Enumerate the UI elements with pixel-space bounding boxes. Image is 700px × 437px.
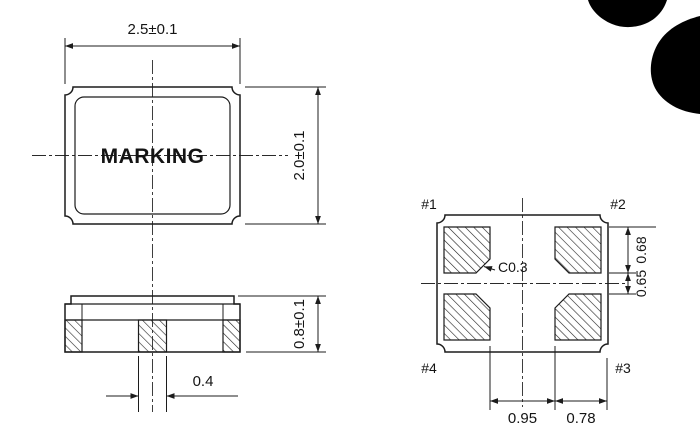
top-view-package-outline (64, 86, 241, 225)
marking-label: MARKING (101, 145, 205, 168)
pad-gap-dimension-text: 0.65 (633, 270, 649, 297)
width-dimension-text: 2.5±0.1 (128, 21, 178, 38)
bottom-view-package-outline (436, 214, 609, 353)
side-view-left-electrode (64, 319, 83, 353)
side-view: 0.8±0.1 0.4 (64, 295, 326, 412)
page-corner-shadow-right (650, 16, 700, 114)
electrode-pad-2 (554, 226, 602, 274)
page-corner-shadow-top (588, 0, 667, 28)
pad-width-dimension-text: 0.78 (566, 410, 595, 427)
pad-height-dimension-text: 0.68 (633, 236, 649, 263)
bottom-view: #1 #2 #3 #4 C0.3 0.68 0.65 0.95 0.78 (421, 196, 656, 427)
pad-4-label: #4 (421, 360, 437, 376)
center-pad-dimension-text: 0.4 (193, 373, 214, 390)
pad-1-label: #1 (421, 196, 437, 212)
pad-3-label: #3 (615, 360, 631, 376)
side-view-right-electrode (222, 319, 241, 353)
side-view-center-electrode (137, 319, 168, 353)
chamfer-dimension-text: C0.3 (498, 259, 528, 275)
top-view: MARKING 2.5±0.1 2.0±0.1 (32, 21, 326, 412)
pad-2-label: #2 (610, 196, 626, 212)
electrode-pad-4 (443, 293, 491, 341)
thickness-dimension-text: 0.8±0.1 (291, 299, 308, 349)
chamfer-leader-line (483, 266, 496, 272)
electrode-pad-3 (554, 293, 602, 341)
pad-pitch-dimension-text: 0.95 (508, 410, 537, 427)
height-dimension-text: 2.0±0.1 (291, 131, 308, 181)
electrode-pad-1 (443, 226, 491, 274)
top-view-lid-outline (74, 96, 231, 215)
